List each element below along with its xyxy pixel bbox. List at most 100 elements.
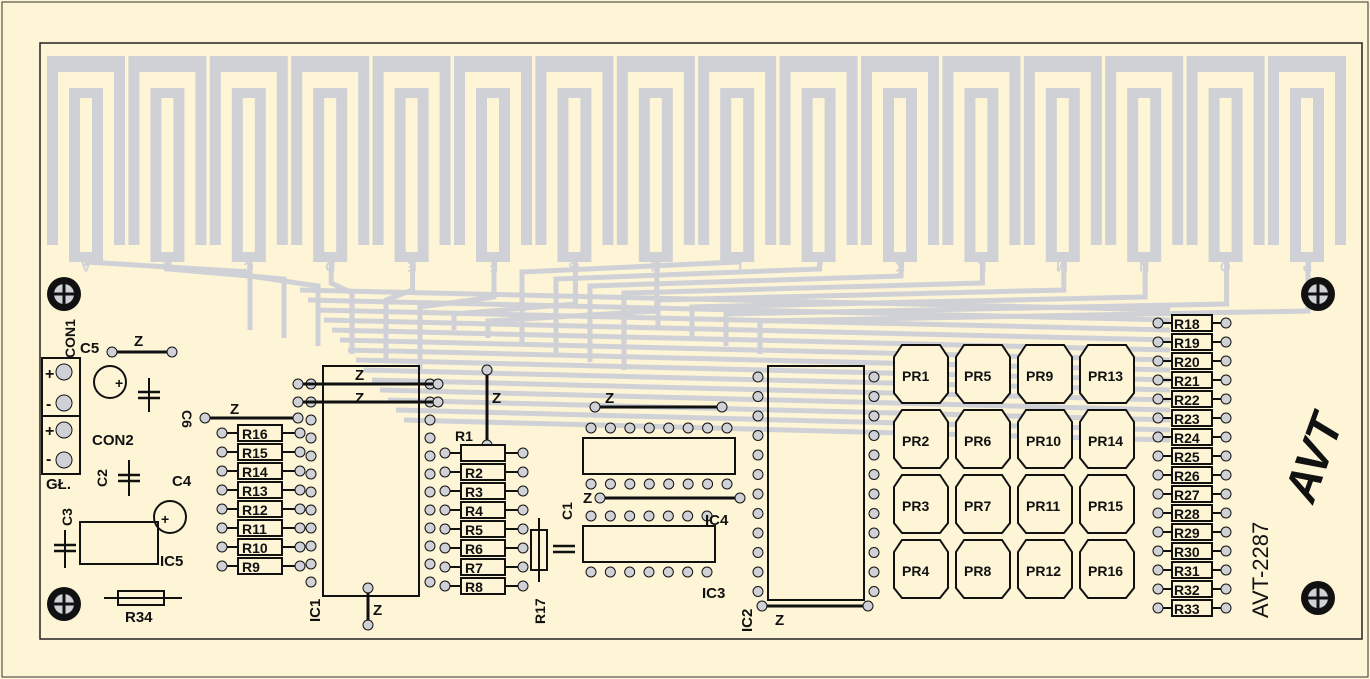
preset-label: PR8	[964, 563, 991, 579]
preset-label: PR13	[1088, 368, 1123, 384]
touch-pad-inner-finger	[801, 88, 836, 262]
c5-body	[93, 365, 127, 399]
preset-pot	[1017, 539, 1073, 599]
resistor-r2-pad	[517, 466, 529, 478]
con2-minus: -	[46, 451, 51, 468]
ic4-dip-pin	[643, 566, 655, 578]
ic1-pin	[305, 414, 317, 426]
resistor-r14-body	[237, 462, 283, 480]
resistor-body	[1171, 314, 1213, 332]
touch-pad-label: G	[568, 259, 579, 275]
resistor-label: R19	[1174, 335, 1200, 351]
preset-label: PR14	[1088, 433, 1123, 449]
jumper-pad	[199, 412, 211, 424]
resistor-label: R25	[1174, 449, 1200, 465]
resistor-label: R24	[1174, 430, 1200, 446]
preset-label: PR2	[902, 433, 929, 449]
ic1-pin	[424, 486, 436, 498]
touch-pad-inner-finger	[476, 88, 510, 262]
ic4-dip-pin	[662, 510, 674, 522]
resistor-r9-pad	[294, 560, 306, 572]
jumper-pad	[166, 346, 178, 358]
resistor-pad	[1152, 336, 1164, 348]
ic3-label: IC3	[702, 585, 725, 602]
resistor-r6-pad	[439, 542, 451, 554]
c5-plus: +	[115, 375, 123, 391]
ic2-pin	[752, 527, 764, 539]
copper-trace	[328, 255, 355, 354]
touch-pad-outer-finger	[861, 56, 939, 245]
resistor-pad	[1220, 431, 1232, 443]
con1-minus: -	[46, 396, 51, 413]
resistor-pad	[1152, 393, 1164, 405]
resistor-r10-body	[237, 538, 283, 556]
resistor-r3-body	[460, 482, 506, 500]
preset-pot	[893, 474, 949, 534]
ic3-dip-pin	[624, 422, 636, 434]
ic4-dip-pin	[701, 566, 713, 578]
resistor-pad	[1220, 602, 1232, 614]
resistor-r16-pad	[216, 427, 228, 439]
resistor-r8-body	[460, 577, 506, 595]
resistor-r13-body	[237, 481, 283, 499]
resistor-label: R21	[1174, 373, 1200, 389]
resistor-pad	[1220, 526, 1232, 538]
preset-label: PR11	[1026, 498, 1060, 514]
touch-pad-label: E	[407, 259, 416, 275]
ic3-dip-pin	[721, 478, 733, 490]
resistor-pad	[1152, 583, 1164, 595]
ic4-dip-pin	[585, 566, 597, 578]
touch-pad-label: B	[162, 259, 172, 275]
resistor-label: R33	[1174, 601, 1200, 617]
touch-pad-label: N	[1139, 259, 1149, 275]
resistor-pad	[1220, 336, 1232, 348]
ic2-pin	[868, 430, 880, 441]
resistor-r11-pad	[216, 522, 228, 534]
touch-pad: D	[291, 56, 370, 275]
resistor-label: R26	[1174, 468, 1200, 484]
ic2-pin	[868, 566, 880, 578]
resistor-r9-pad	[216, 560, 228, 572]
ic1-pin	[305, 468, 317, 480]
screw-icon	[1301, 581, 1335, 615]
resistor-r8-label: R8	[465, 579, 483, 595]
ic1-pin	[424, 558, 436, 570]
preset-pot	[893, 344, 949, 404]
con1-pad-1	[55, 363, 73, 381]
jumper-pad	[734, 492, 746, 504]
copper-trace	[379, 387, 1171, 413]
touch-pad-inner-finger	[1045, 88, 1080, 262]
resistor-r3-pad	[439, 485, 451, 497]
resistor-r10-pad	[216, 541, 228, 553]
ic3-dip-body	[582, 437, 736, 475]
touch-pad-inner-finger	[883, 88, 917, 262]
touch-pad-outer-finger	[535, 56, 614, 245]
touch-pad-inner-finger	[69, 88, 103, 262]
resistor-body	[1171, 333, 1213, 351]
resistor-label: R27	[1174, 487, 1200, 503]
ic4-dip-pin	[624, 510, 636, 522]
ic2-label: IC2	[739, 609, 756, 632]
con2-pad-2	[55, 451, 73, 469]
resistor-pad	[1152, 469, 1164, 481]
touch-pad-label: A	[81, 259, 91, 275]
resistor-r14-pad	[294, 465, 306, 477]
ic1-pin	[424, 468, 436, 480]
touch-pad-label: K	[895, 259, 905, 275]
resistor-r2-pad	[439, 466, 451, 478]
ic3-dip-pin	[604, 422, 616, 434]
jumper-pad	[362, 619, 374, 631]
preset-label: PR7	[964, 498, 991, 514]
resistor-pad	[1152, 431, 1164, 443]
resistor-r13-pad	[294, 484, 306, 496]
resistor-r11-pad	[294, 522, 306, 534]
preset-label: PR15	[1088, 498, 1123, 514]
ic4-dip-body	[582, 525, 716, 563]
r34-label: R34	[125, 609, 153, 626]
resistor-r7-body	[460, 558, 506, 576]
ic1-body	[322, 365, 420, 597]
ic2-pin	[752, 449, 764, 461]
resistor-pad	[1220, 488, 1232, 500]
ic2-pin	[868, 449, 880, 461]
